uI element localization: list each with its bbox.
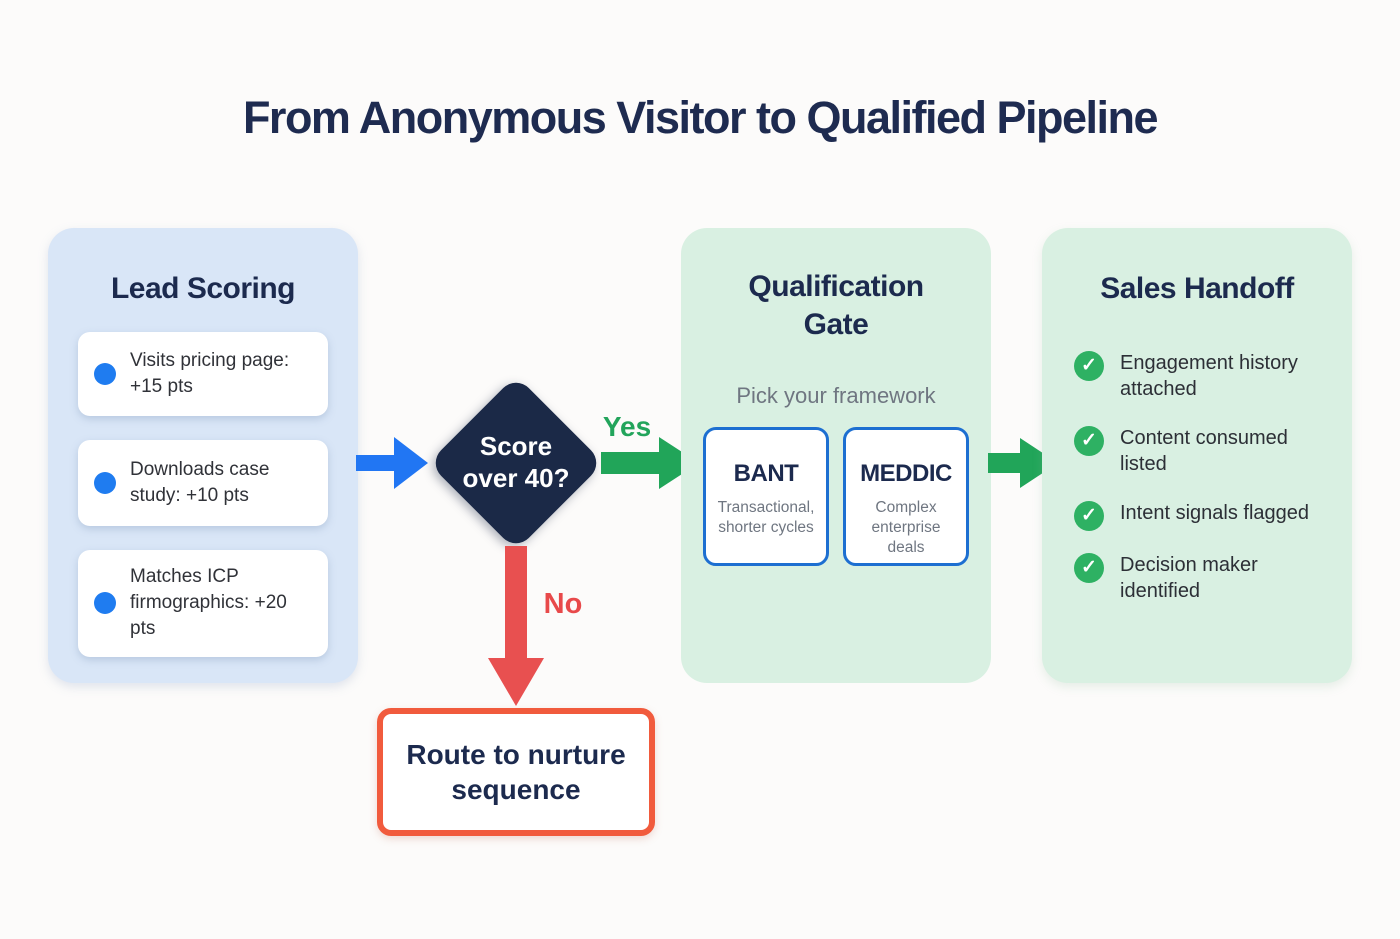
framework-card-bant: BANT Transactional, shorter cycles (703, 427, 829, 566)
scoring-card-text: Visits pricing page: +15 pts (130, 349, 290, 397)
no-label: No (543, 588, 583, 620)
handoff-item-text: Engagement history attached (1120, 352, 1298, 400)
sales-handoff-panel: Sales Handoff ✓ Engagement history attac… (1042, 228, 1352, 683)
check-icon: ✓ (1074, 426, 1104, 456)
handoff-item-text: Decision maker identified (1120, 554, 1258, 602)
handoff-item-content-consumed: ✓ Content consumed listed (1074, 425, 1336, 477)
yes-arrow-icon (601, 437, 699, 489)
framework-subtitle: Pick your framework (736, 383, 936, 408)
scoring-card-pricing-page: Visits pricing page: +15 pts (78, 332, 328, 416)
decision-diamond: Score over 40? (428, 375, 604, 551)
handoff-arrow-icon (988, 438, 1058, 488)
no-arrow-icon (488, 546, 544, 706)
check-icon: ✓ (1074, 553, 1104, 583)
framework-card-meddic: MEDDIC Complex enterprise deals (843, 427, 969, 566)
scoring-card-text: Downloads case study: +10 pts (130, 458, 270, 506)
nurture-sequence-label: Route to nurture sequence (406, 739, 626, 805)
scoring-card-case-study: Downloads case study: +10 pts (78, 440, 328, 526)
decision-question: Score over 40? (462, 431, 570, 493)
framework-name: BANT (733, 460, 799, 487)
page-title: From Anonymous Visitor to Qualified Pipe… (242, 92, 1159, 143)
yes-label: Yes (602, 411, 652, 442)
handoff-item-text: Content consumed listed (1120, 427, 1288, 475)
handoff-item-text: Intent signals flagged (1120, 502, 1310, 524)
scoring-card-text: Matches ICP firmographics: +20 pts (130, 566, 287, 640)
lead-scoring-panel: Lead Scoring Visits pricing page: +15 pt… (48, 228, 358, 683)
handoff-item-intent-signals: ✓ Intent signals flagged (1074, 500, 1336, 531)
lead-scoring-title: Lead Scoring (110, 272, 296, 305)
nurture-sequence-box: Route to nurture sequence (377, 708, 655, 836)
handoff-item-decision-maker: ✓ Decision maker identified (1074, 552, 1336, 604)
scoring-card-icp-firmographics: Matches ICP firmographics: +20 pts (78, 550, 328, 657)
handoff-item-engagement-history: ✓ Engagement history attached (1074, 350, 1336, 402)
framework-description: Complex enterprise deals (871, 499, 941, 557)
bullet-dot-icon (94, 592, 116, 615)
bullet-dot-icon (94, 472, 116, 494)
check-icon: ✓ (1074, 351, 1104, 381)
qualification-gate-panel: Qualification Gate Pick your framework B… (681, 228, 991, 683)
qualification-gate-title: Qualification Gate (748, 270, 924, 341)
framework-description: Transactional, shorter cycles (717, 499, 815, 537)
framework-name: MEDDIC (860, 460, 952, 487)
sales-handoff-title: Sales Handoff (1100, 272, 1294, 305)
bullet-dot-icon (94, 363, 116, 385)
check-icon: ✓ (1074, 501, 1104, 531)
blue-arrow-icon (356, 437, 428, 489)
